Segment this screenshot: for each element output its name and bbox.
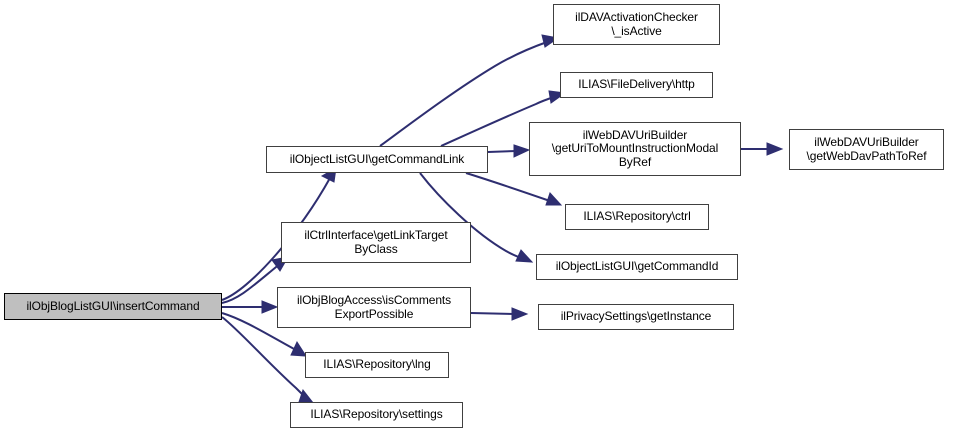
graph-node-insertCommand[interactable]: ilObjBlogListGUI\insertCommand [4,293,222,320]
graph-node-getLinkTargetByClass[interactable]: ilCtrlInterface\getLinkTarget ByClass [281,222,471,263]
arrowhead [515,249,534,263]
graph-node-label: ilDAVActivationChecker \_isActive [575,10,698,38]
arrowhead [513,144,531,158]
arrowhead [766,142,784,156]
graph-node-label: ILIAS\FileDelivery\http [578,77,695,92]
graph-node-label: ilObjBlogAccess\isComments ExportPossibl… [296,293,452,321]
graph-node-label: ilObjectListGUI\getCommandLink [289,151,465,166]
graph-edge-isCommentsExportPossible-to-getInstance [470,307,529,321]
graph-node-label: ILIAS\Repository\ctrl [583,209,691,224]
arrowhead [511,307,529,321]
graph-node-repositoryCtrl[interactable]: ILIAS\Repository\ctrl [565,204,709,230]
graph-node-getCommandLink[interactable]: ilObjectListGUI\getCommandLink [266,146,488,173]
graph-node-label: ilObjBlogListGUI\insertCommand [26,298,200,313]
arrowhead [290,340,307,357]
graph-node-getInstance[interactable]: ilPrivacySettings\getInstance [538,304,734,330]
graph-node-isActive[interactable]: ilDAVActivationChecker \_isActive [553,4,720,45]
graph-node-isCommentsExportPossible[interactable]: ilObjBlogAccess\isComments ExportPossibl… [277,287,471,328]
graph-node-fileDeliveryHttp[interactable]: ILIAS\FileDelivery\http [560,72,713,98]
graph-edge-getUriToMount-to-getWebDavPathToRef [741,142,784,156]
graph-edge-getCommandLink-to-getUriToMount [487,144,531,158]
graph-node-label: ILIAS\Repository\lng [323,357,431,372]
graph-node-label: ILIAS\Repository\settings [310,407,443,422]
graph-edge-getCommandLink-to-repositoryCtrl [465,172,563,206]
graph-node-label: ilWebDAVUriBuilder \getUriToMountInstruc… [551,127,719,169]
graph-node-getWebDavPathToRef[interactable]: ilWebDAVUriBuilder \getWebDavPathToRef [789,129,944,170]
graph-node-getCommandId[interactable]: ilObjectListGUI\getCommandId [536,254,738,280]
graph-node-label: ilObjectListGUI\getCommandId [555,259,719,274]
graph-node-getUriToMount[interactable]: ilWebDAVUriBuilder \getUriToMountInstruc… [529,122,741,176]
arrowhead [261,300,279,314]
graph-edge-insertCommand-to-isCommentsExportPossible [222,300,279,314]
graph-node-repositoryLng[interactable]: ILIAS\Repository\lng [305,352,449,378]
arrowhead [545,192,563,206]
graph-edge-insertCommand-to-repositorySettings [221,316,316,405]
graph-node-label: ilWebDAVUriBuilder \getWebDavPathToRef [806,135,927,163]
graph-node-label: ilPrivacySettings\getInstance [560,309,712,324]
graph-node-label: ilCtrlInterface\getLinkTarget ByClass [304,228,448,256]
graph-node-repositorySettings[interactable]: ILIAS\Repository\settings [290,402,463,428]
